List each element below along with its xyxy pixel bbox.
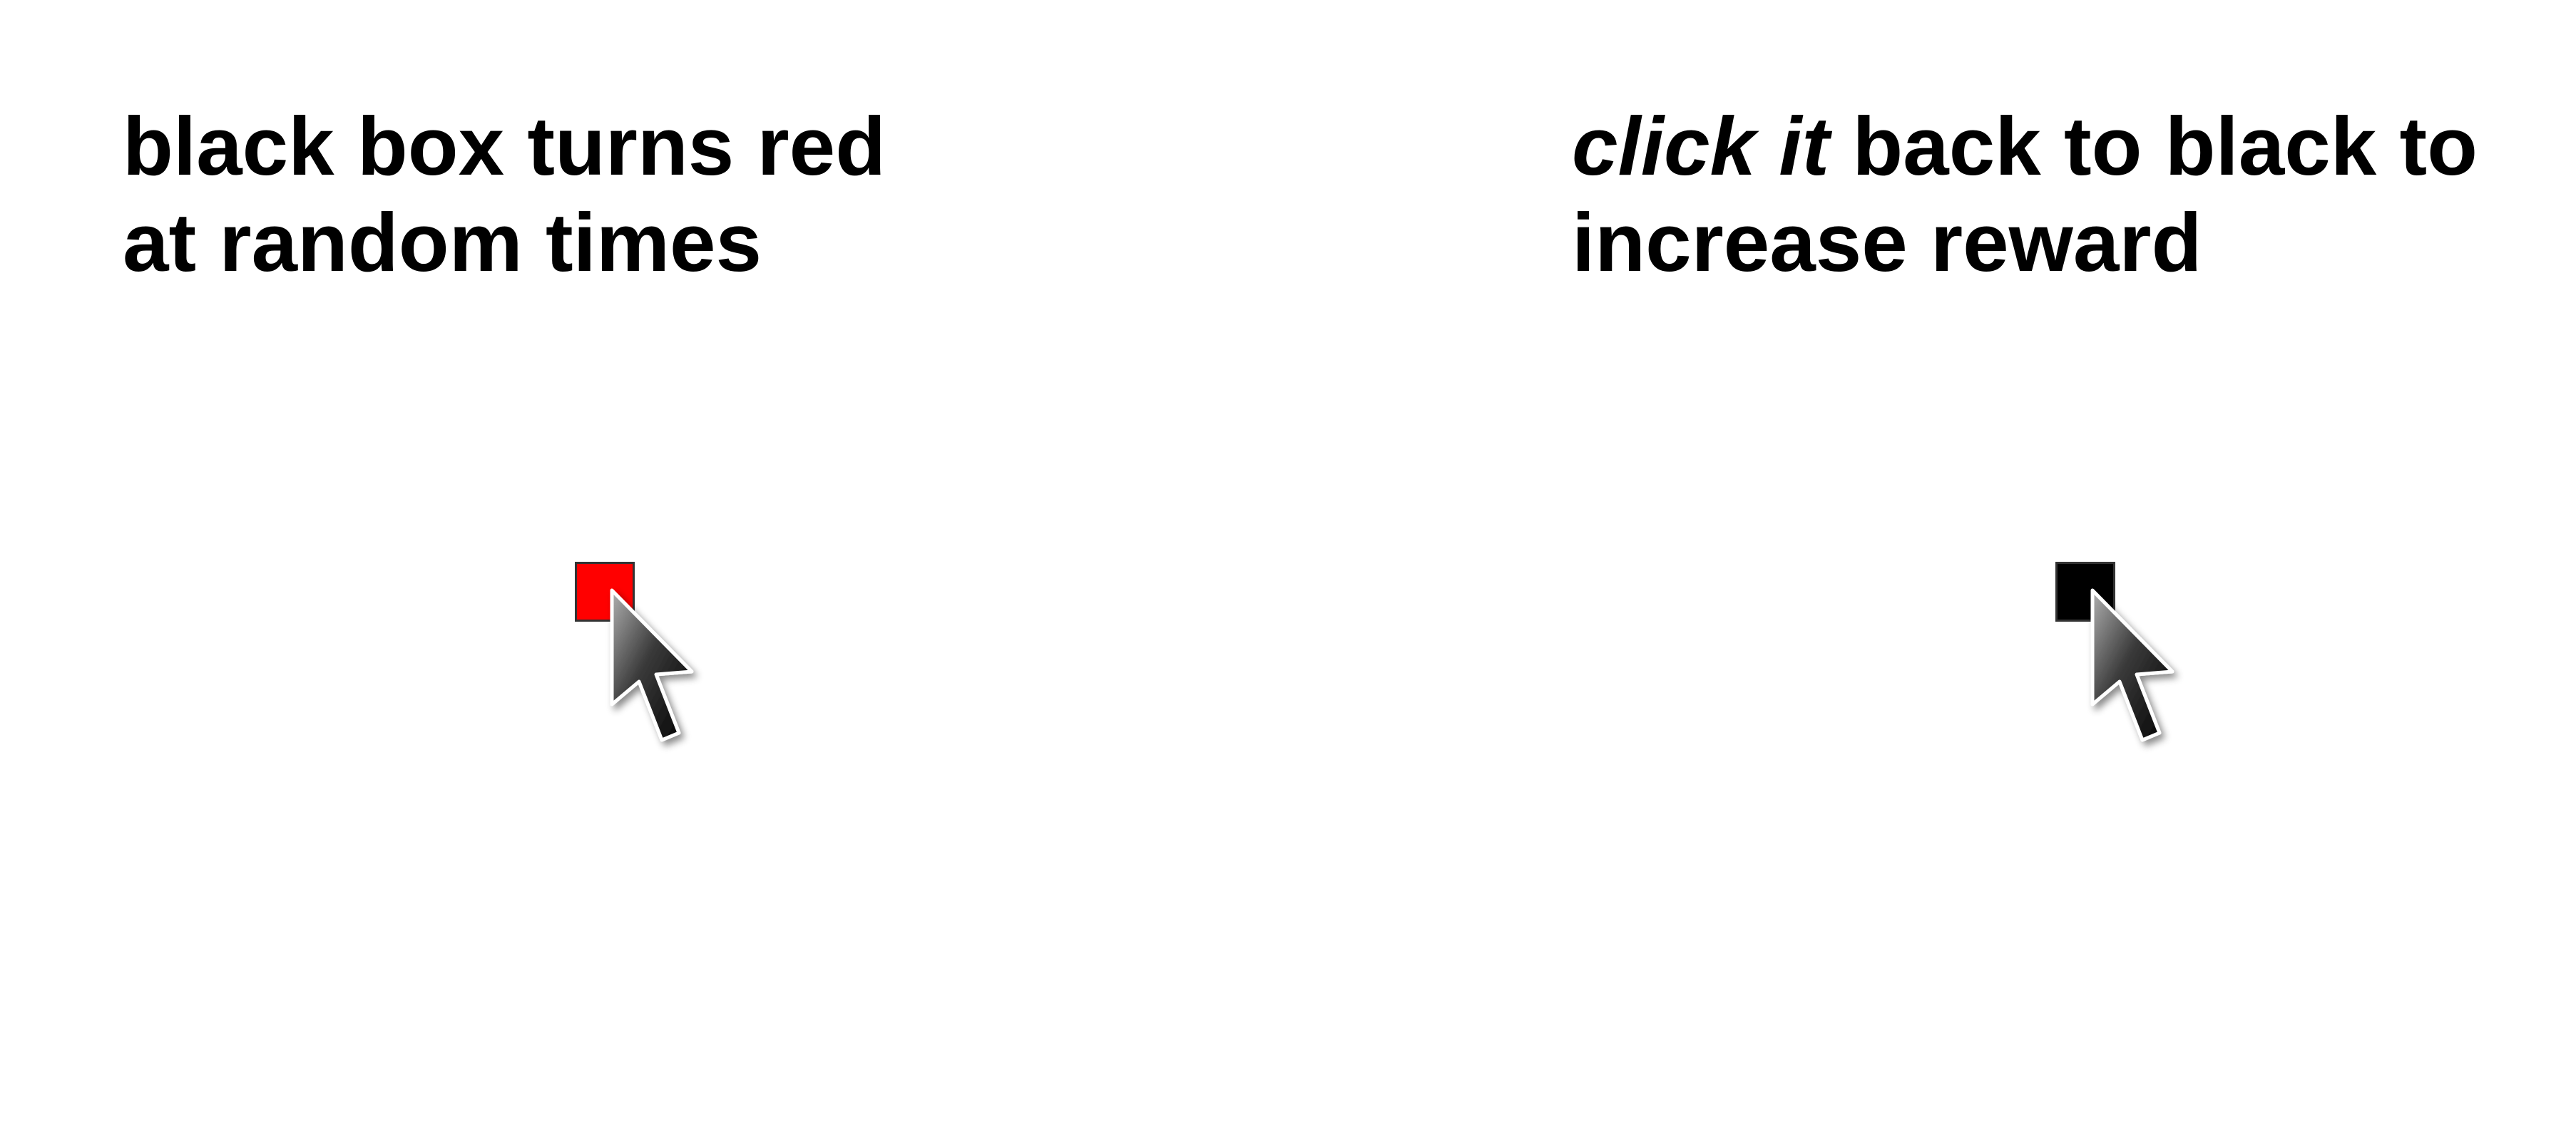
right-caption-line-1: click it back to black to bbox=[1572, 98, 2478, 195]
left-caption: black box turns red at random times bbox=[123, 98, 886, 291]
left-caption-line-1: black box turns red bbox=[123, 100, 886, 192]
right-panel: click it back to black to increase rewar… bbox=[1288, 0, 2576, 1130]
red-box[interactable] bbox=[575, 562, 635, 622]
right-caption-line-2: increase reward bbox=[1572, 196, 2202, 289]
right-caption-emphasis: click it bbox=[1572, 100, 1830, 192]
right-caption: click it back to black to increase rewar… bbox=[1572, 98, 2478, 291]
mouse-pointer-icon bbox=[2090, 588, 2174, 742]
right-caption-line-1-rest: back to black to bbox=[1829, 100, 2478, 192]
mouse-pointer-icon bbox=[610, 588, 694, 742]
left-panel: black box turns red at random times bbox=[123, 98, 886, 742]
black-box[interactable] bbox=[2055, 562, 2115, 622]
left-caption-line-2: at random times bbox=[123, 196, 762, 289]
